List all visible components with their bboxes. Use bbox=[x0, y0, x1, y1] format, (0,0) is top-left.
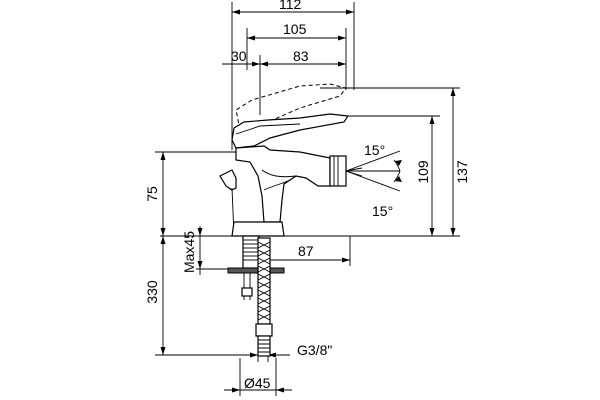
angle-15-upper-label: 15° bbox=[364, 142, 385, 158]
faucet-body-curve-2 bbox=[263, 179, 291, 191]
dimension-112 bbox=[232, 9, 354, 15]
dim-83-label: 83 bbox=[293, 48, 309, 64]
dim-330-label: 330 bbox=[144, 280, 160, 304]
hose-nut bbox=[257, 335, 271, 357]
dimension-dia45 bbox=[224, 358, 292, 396]
spray-angle-lines bbox=[345, 150, 402, 192]
lever-handle bbox=[231, 113, 350, 149]
faucet-base bbox=[231, 221, 285, 237]
spout-nozzle-lines bbox=[333, 156, 339, 186]
dim-max45-label: Max45 bbox=[181, 231, 197, 273]
dim-87-label: 87 bbox=[298, 243, 314, 259]
faucet-body-curve bbox=[261, 169, 297, 178]
right-extension-lines bbox=[160, 87, 460, 237]
dimension-109 bbox=[429, 116, 435, 236]
dim-137-label: 137 bbox=[454, 160, 470, 184]
dimension-137 bbox=[450, 88, 456, 236]
thread-label: G3/8" bbox=[297, 342, 332, 358]
popup-knob bbox=[219, 169, 237, 191]
hose-fitting bbox=[255, 323, 273, 337]
dim-105-label: 105 bbox=[283, 21, 307, 37]
dim-75-label: 75 bbox=[144, 186, 160, 202]
angle-15-lower-label: 15° bbox=[372, 203, 393, 219]
dimension-max45 bbox=[196, 226, 232, 275]
dim-30-label: 30 bbox=[231, 48, 247, 64]
dimension-105 bbox=[247, 35, 346, 41]
flexible-hose bbox=[257, 237, 271, 325]
shank-thread bbox=[243, 239, 259, 261]
lever-detail bbox=[235, 123, 301, 135]
dimension-30-83 bbox=[222, 61, 346, 67]
dia45-label: Ø45 bbox=[244, 375, 271, 391]
faucet-body bbox=[235, 145, 331, 223]
dimension-75 bbox=[160, 152, 166, 236]
mounting-plate bbox=[227, 267, 285, 274]
dimension-330 bbox=[160, 236, 166, 355]
dimension-thread bbox=[224, 340, 290, 362]
dim-109-label: 109 bbox=[415, 160, 431, 184]
popup-rod-lower bbox=[241, 273, 253, 300]
dim-112-label: 112 bbox=[279, 0, 302, 12]
hose-nut-thread bbox=[258, 339, 270, 353]
